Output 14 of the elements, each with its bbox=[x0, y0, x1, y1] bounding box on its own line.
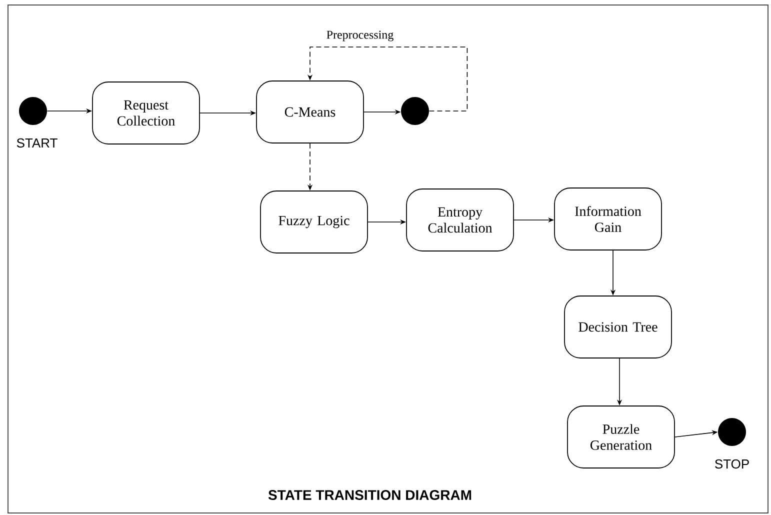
diagram-title: STATE TRANSITION DIAGRAM bbox=[268, 490, 472, 500]
start-state bbox=[19, 97, 47, 125]
state-box: Puzzle Generation bbox=[567, 406, 675, 468]
state-box: Fuzzy Logic bbox=[260, 190, 368, 254]
state-label: START bbox=[16, 138, 58, 148]
end-state bbox=[401, 97, 429, 125]
edge-label: Preprocessing bbox=[325, 30, 395, 42]
state-label: STOP bbox=[715, 459, 749, 469]
state-box: Request Collection bbox=[92, 82, 200, 144]
stop-state bbox=[718, 418, 746, 446]
state-box: Information Gain bbox=[554, 188, 662, 250]
state-box: C-Means bbox=[256, 80, 364, 144]
state-box: Decision Tree bbox=[564, 296, 672, 358]
state-box: Entropy Calculation bbox=[406, 188, 514, 252]
